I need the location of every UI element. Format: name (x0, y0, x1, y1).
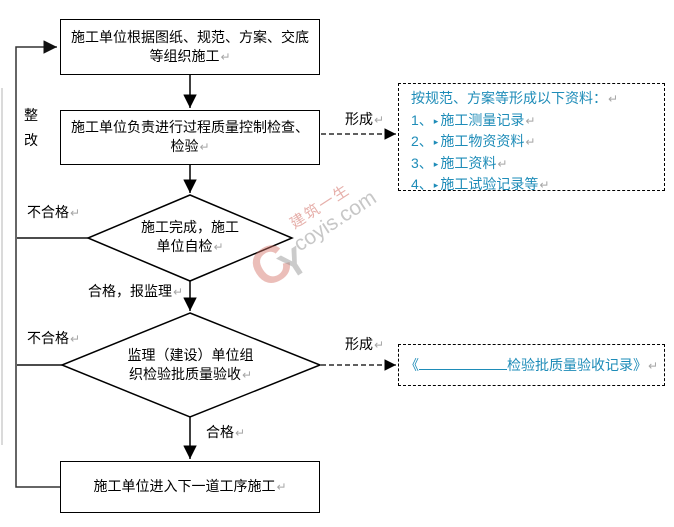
process-box-organize-construction: 施工单位根据图纸、规范、方案、交底等组织施工↵ (60, 19, 320, 75)
docs-item-2-text: 施工物资资料 (440, 133, 525, 149)
return-mark: ↵ (374, 338, 385, 352)
docs-item-4-text: 施工试验记录等 (440, 176, 539, 192)
return-mark: ↵ (70, 206, 81, 220)
record-blank-underline (418, 355, 507, 370)
docs-title-text: 按规范、方案等形成以下资料： (411, 90, 607, 106)
decision-acceptance: 监理（建设）单位组织检验批质量验收↵ (127, 346, 254, 385)
docs-item-2: 2、▸施工物资资料↵ (411, 131, 652, 153)
return-mark: ↵ (70, 332, 81, 346)
docs-item-4-num: 4、 (411, 176, 433, 192)
return-mark: ↵ (539, 178, 550, 192)
return-mark: ↵ (220, 49, 231, 64)
decision-self-check: 施工完成，施工单位自检↵ (140, 218, 240, 257)
label-fail-2-text: 不合格 (27, 330, 69, 346)
label-form-1: 形成↵ (345, 110, 384, 129)
process-box-next-procedure: 施工单位进入下一道工序施工↵ (60, 461, 320, 513)
diamond-acceptance-shape (60, 312, 323, 418)
label-fail-1-text: 不合格 (27, 204, 69, 220)
process-box-quality-control-check: 施工单位负责进行过程质量控制检查、检验↵ (60, 110, 320, 165)
record-annotation-box: 《 检验批质量验收记录》↵ (398, 344, 665, 386)
label-pass-text: 合格 (206, 424, 234, 440)
label-pass-report-text: 合格，报监理 (88, 283, 172, 299)
feedback-loop-line (15, 40, 60, 488)
return-mark: ↵ (241, 368, 253, 382)
label-form-1-text: 形成 (345, 111, 373, 127)
docs-item-1: 1、▸施工测量记录↵ (411, 110, 652, 132)
label-pass: 合格↵ (206, 423, 245, 442)
tab-mark: ▸ (433, 115, 439, 126)
docs-item-1-num: 1、 (411, 111, 433, 128)
docs-item-3-num: 3、 (411, 154, 433, 171)
record-title: 《 检验批质量验收记录》↵ (405, 355, 658, 375)
record-title-open-bracket: 《 (404, 357, 419, 373)
tab-mark: ▸ (433, 137, 439, 147)
return-mark: ↵ (608, 92, 619, 106)
label-rectify-text: 整改 (24, 107, 38, 148)
tab-mark: ▸ (433, 180, 439, 190)
docs-item-1-text: 施工测量记录 (440, 111, 525, 128)
tab-mark: ▸ (433, 158, 439, 169)
docs-item-3-text: 施工资料 (440, 154, 497, 171)
process-box-next-procedure-label: 施工单位进入下一道工序施工 (93, 478, 276, 494)
return-mark: ↵ (173, 285, 184, 299)
label-fail-2: 不合格↵ (27, 329, 80, 348)
return-mark: ↵ (647, 359, 659, 373)
return-mark: ↵ (213, 240, 224, 254)
record-title-close-bracket: 》 (632, 357, 647, 373)
docs-item-3: 3、▸施工资料↵ (411, 153, 652, 175)
process-box-organize-construction-label: 施工单位根据图纸、规范、方案、交底等组织施工 (71, 28, 309, 64)
return-mark: ↵ (235, 426, 246, 440)
return-mark: ↵ (199, 140, 210, 154)
docs-item-4: 4、▸施工试验记录等↵ (411, 174, 652, 196)
label-rectify: 整改 (21, 103, 41, 153)
label-pass-report: 合格，报监理↵ (88, 282, 183, 301)
process-box-quality-control-check-label: 施工单位负责进行过程质量控制检查、检验 (71, 119, 309, 154)
label-form-2-text: 形成 (345, 336, 373, 352)
return-mark: ↵ (525, 113, 536, 128)
docs-annotation-box: 按规范、方案等形成以下资料：↵ 1、▸施工测量记录↵ 2、▸施工物资资料↵ 3、… (398, 83, 665, 192)
diamond-self-check-shape (86, 194, 294, 282)
return-mark: ↵ (276, 480, 287, 494)
label-fail-1: 不合格↵ (27, 203, 80, 222)
decision-acceptance-label: 监理（建设）单位组织检验批质量验收 (127, 347, 254, 382)
return-mark: ↵ (525, 135, 536, 149)
label-form-2: 形成↵ (345, 335, 384, 354)
return-mark: ↵ (497, 156, 508, 171)
record-title-text: 检验批质量验收记录 (506, 357, 633, 373)
return-mark: ↵ (374, 113, 385, 127)
decision-self-check-label: 施工完成，施工单位自检 (141, 219, 239, 254)
docs-title: 按规范、方案等形成以下资料：↵ (411, 88, 652, 110)
docs-item-2-num: 2、 (411, 133, 433, 149)
